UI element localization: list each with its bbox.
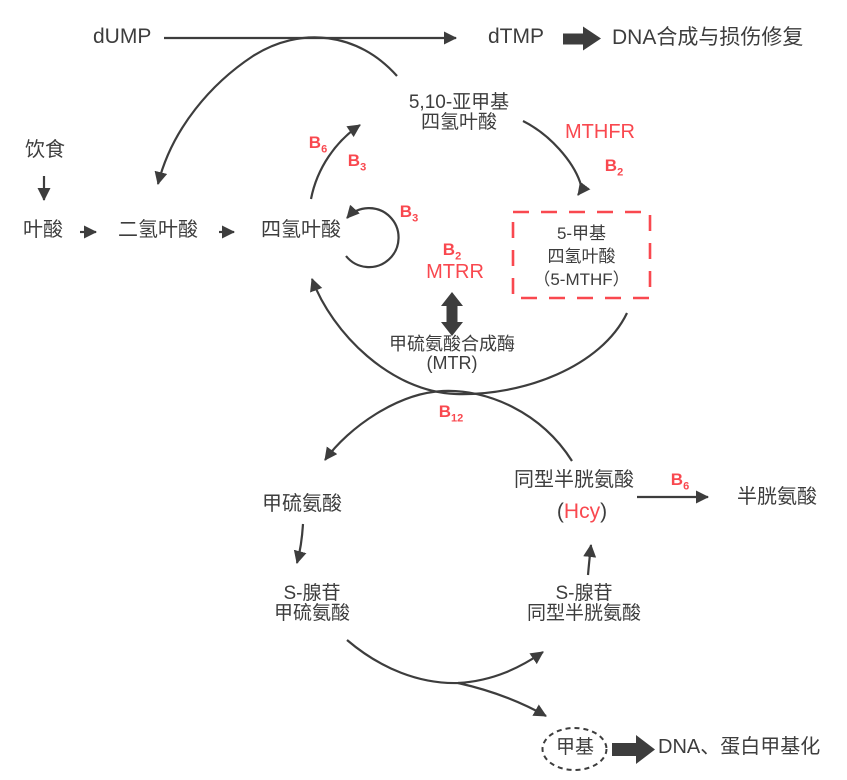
cofactor-b3-loop: B3 [399, 202, 419, 225]
double-arrow-mtrr-mtr-icon [441, 292, 463, 336]
cofactor-b6-cbs-base: B [670, 470, 684, 489]
cofactor-b6-folate-sub: 6 [321, 143, 328, 156]
cofactor-b2-mtrr-sub: 2 [455, 250, 462, 263]
hcy-paren-close: ) [600, 500, 608, 523]
cofactor-b3-loop-base: B [399, 202, 413, 221]
cofactor-b6-folate-base: B [308, 133, 322, 152]
cofactor-b3-folate: B3 [347, 151, 367, 174]
node-five-mthf-line2: 四氢叶酸 [547, 247, 616, 266]
cofactor-b3-folate-sub: 3 [360, 161, 367, 174]
node-sah-line1: S-腺苷 [555, 583, 613, 604]
arc-hcy-to-methionine [324, 389, 573, 462]
node-cysteine: 半胱氨酸 [737, 486, 817, 508]
node-diet: 饮食 [25, 139, 65, 161]
cofactor-b2-mthfr-base: B [604, 156, 618, 175]
node-sam-line2: 甲硫氨酸 [273, 603, 351, 624]
node-methionine-synthase-line1: 甲硫氨酸合成酶 [389, 334, 515, 354]
loop-b3-arrow [345, 204, 400, 269]
arrow-mthfr-to-5mthf [522, 120, 591, 196]
cofactor-b2-mtrr-base: B [442, 240, 456, 259]
cofactor-b6-folate: B6 [308, 133, 328, 156]
node-five-mthf: 5-甲基 四氢叶酸 （5-MTHF） [513, 212, 650, 298]
node-dna-synthesis: DNA合成与损伤修复 [612, 26, 804, 49]
cofactor-b12-sub: 12 [451, 412, 464, 425]
cofactor-b12: B12 [438, 402, 464, 425]
arrow-thf-to-methylene-thf [309, 124, 361, 200]
cofactor-b6-cbs-sub: 6 [683, 480, 690, 493]
node-dtmp: dTMP [488, 25, 545, 48]
cofactor-b6-cbs: B6 [670, 470, 690, 493]
methyl-dashed-ellipse [541, 727, 608, 771]
node-tetrahydrofolate: 四氢叶酸 [261, 219, 341, 241]
arrow-methionine-to-sam [293, 523, 307, 564]
node-sam: S-腺苷 甲硫氨酸 [274, 584, 350, 624]
arrow-sah-to-hcy [583, 544, 597, 576]
node-methyl: 甲基 [555, 737, 595, 758]
node-methylene-thf: 5,10-亚甲基 四氢叶酸 [409, 93, 509, 133]
enzyme-mthfr: MTHFR [565, 121, 635, 143]
enzyme-mtrr: MTRR [426, 261, 484, 283]
node-folate: 叶酸 [23, 219, 63, 241]
cofactor-b12-base: B [438, 402, 452, 421]
arc-5mthf-to-thf [310, 278, 628, 396]
arc-methylene-thf-to-dhf [154, 36, 398, 185]
cofactor-b2-mthfr-sub: 2 [617, 166, 624, 179]
node-methylene-thf-line1: 5,10-亚甲基 [408, 92, 510, 113]
node-sah: S-腺苷 同型半胱氨酸 [527, 584, 641, 624]
cofactor-b3-folate-base: B [347, 151, 361, 170]
node-five-mthf-line1: 5-甲基 [556, 224, 607, 243]
node-sam-line1: S-腺苷 [283, 583, 341, 604]
node-sah-line2: 同型半胱氨酸 [526, 603, 642, 624]
node-homocysteine: 同型半胱氨酸 [514, 469, 634, 491]
node-dump: dUMP [93, 25, 152, 48]
node-methionine-synthase: 甲硫氨酸合成酶 (MTR) [389, 335, 515, 373]
arc-sam-to-sah [346, 639, 544, 685]
node-dna-methylation: DNA、蛋白甲基化 [658, 736, 821, 758]
arrow-fork-to-methyl [457, 681, 547, 717]
block-arrow-dna-methylation-icon [612, 735, 655, 764]
node-five-mthf-line3: （5-MTHF） [533, 270, 630, 289]
cofactor-b3-loop-sub: 3 [412, 212, 419, 225]
node-methionine: 甲硫氨酸 [262, 493, 342, 515]
node-dihydrofolate: 二氢叶酸 [118, 219, 198, 241]
node-methionine-synthase-line2: (MTR) [426, 353, 478, 373]
cofactor-b2-mthfr: B2 [604, 156, 624, 179]
node-homocysteine-abbr: (Hcy) [557, 500, 607, 524]
node-methylene-thf-line2: 四氢叶酸 [420, 112, 497, 133]
hcy-abbr-text: Hcy [563, 500, 601, 523]
hcy-paren-open: ( [556, 500, 564, 523]
cofactor-b2-mtrr: B2 [442, 240, 462, 263]
five-mthf-dashed-box [511, 210, 652, 300]
block-arrow-dna-synthesis-icon [563, 26, 601, 51]
